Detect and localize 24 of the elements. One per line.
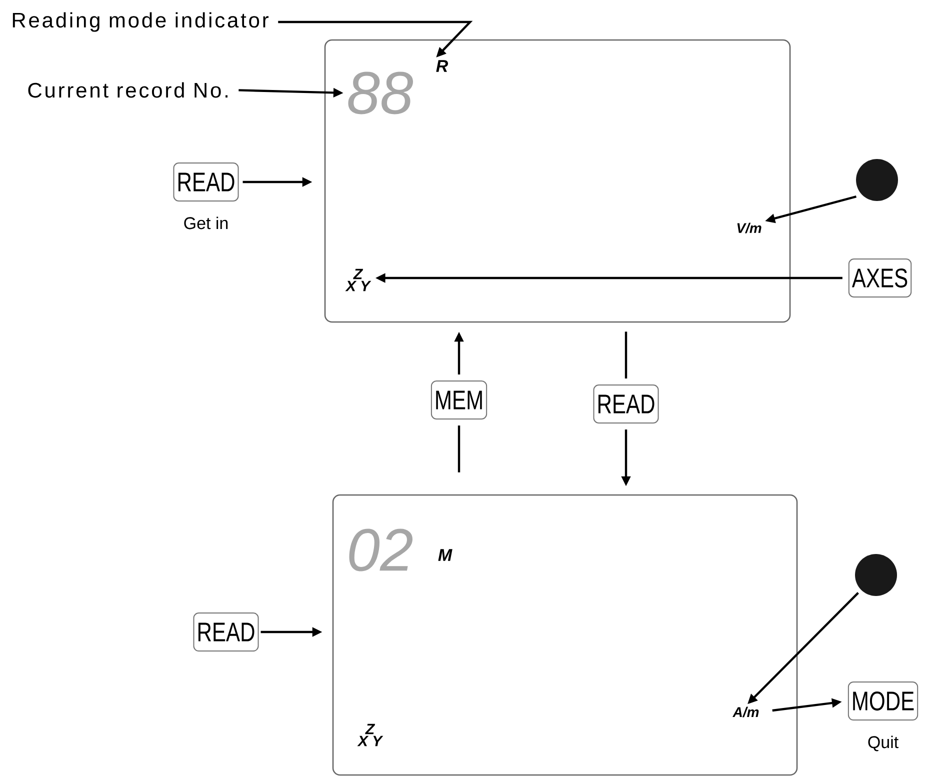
callout-text: Reading mode indicator xyxy=(12,12,268,32)
connector-line xyxy=(458,426,460,472)
connector-line xyxy=(624,332,628,378)
mode-indicator: R xyxy=(436,60,448,72)
lcd-screen xyxy=(332,494,798,776)
caption-text: Quit xyxy=(868,736,898,752)
key-button: MODE xyxy=(848,682,918,720)
key-button: AXES xyxy=(848,258,912,298)
axis-indicator: Z X Y xyxy=(345,268,372,292)
dot-icon xyxy=(856,159,898,201)
unit-label: A/m xyxy=(732,706,759,718)
unit-label: V/m xyxy=(737,222,762,234)
key-button: READ xyxy=(173,162,239,202)
mode-indicator: M xyxy=(438,549,452,561)
key-button: MEM xyxy=(430,380,488,420)
axis-indicator: Z X Y xyxy=(357,724,384,746)
key-button: READ xyxy=(193,612,259,652)
dot-icon xyxy=(855,554,898,596)
segment-digits: 88 xyxy=(348,72,413,114)
key-button: READ xyxy=(593,384,659,424)
caption-text: Get in xyxy=(184,216,228,230)
callout-text: Current record No. xyxy=(28,82,228,98)
segment-digits: 02 xyxy=(349,528,412,572)
lcd-screen xyxy=(324,39,791,323)
